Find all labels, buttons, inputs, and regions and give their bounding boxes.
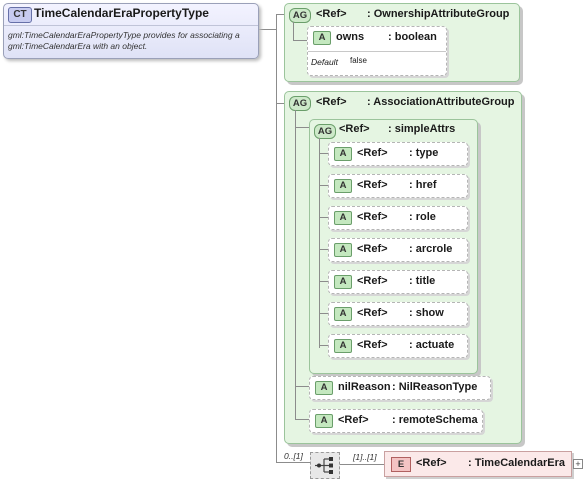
attribute-name: : remoteSchema — [392, 414, 478, 426]
simple-attrs-group[interactable]: AG <Ref> : simpleAttrs A <Ref> : type A … — [309, 119, 478, 374]
connector-line — [319, 345, 328, 346]
attribute-badge: A — [334, 307, 352, 321]
attribute-group-badge: AG — [289, 96, 311, 111]
attribute-badge: A — [334, 147, 352, 161]
attribute-badge: A — [315, 381, 333, 395]
connector-line — [293, 40, 307, 41]
connector-line — [319, 138, 320, 348]
group-ref-label: <Ref> — [316, 8, 347, 20]
complex-type-box[interactable]: CT TimeCalendarEraPropertyType gml:TimeC… — [3, 3, 259, 59]
connector-line — [276, 103, 284, 104]
attribute-name: : type — [409, 147, 439, 159]
element-badge: E — [391, 457, 411, 472]
group-name: : AssociationAttributeGroup — [367, 96, 515, 108]
attribute-name: nilReason — [338, 381, 391, 393]
element-cardinality: [1]..[1] — [353, 452, 377, 462]
sequence-icon — [315, 457, 333, 474]
attribute-ref: <Ref> — [357, 339, 388, 351]
sequence-cardinality: 0..[1] — [284, 451, 303, 461]
attribute-name: : arcrole — [409, 243, 453, 255]
element-time-calendar-era[interactable]: E <Ref> : TimeCalendarEra — [384, 451, 572, 477]
default-label: Default — [311, 57, 338, 67]
sequence-compositor[interactable] — [310, 452, 340, 479]
connector-line — [319, 249, 328, 250]
attribute-type[interactable]: A <Ref> : type — [328, 142, 468, 166]
attribute-name: : actuate — [409, 339, 455, 351]
attribute-nil-reason[interactable]: A nilReason : NilReasonType — [309, 376, 491, 400]
group-ref-label: <Ref> — [339, 123, 370, 135]
attribute-name: : title — [409, 275, 436, 287]
element-ref: <Ref> — [416, 457, 447, 469]
attribute-ref: <Ref> — [357, 243, 388, 255]
attribute-type: : boolean — [388, 31, 437, 43]
connector-line — [319, 281, 328, 282]
attribute-name: : href — [409, 179, 437, 191]
attribute-badge: A — [334, 243, 352, 257]
connector-line — [295, 419, 309, 420]
divider — [308, 51, 446, 52]
attribute-name: owns — [336, 31, 365, 43]
connector-line — [338, 464, 384, 465]
group-name: : simpleAttrs — [388, 123, 456, 135]
complex-type-documentation: gml:TimeCalendarEraPropertyType provides… — [8, 30, 240, 51]
connector-line — [319, 153, 328, 154]
connector-line — [276, 14, 277, 29]
attribute-badge: A — [334, 179, 352, 193]
attribute-remote-schema[interactable]: A <Ref> : remoteSchema — [309, 409, 483, 433]
association-attribute-group[interactable]: AG <Ref> : AssociationAttributeGroup AG … — [284, 91, 522, 444]
attribute-name: : role — [409, 211, 436, 223]
complex-type-badge: CT — [8, 7, 32, 23]
attribute-title[interactable]: A <Ref> : title — [328, 270, 468, 294]
group-name: : OwnershipAttributeGroup — [367, 8, 510, 20]
attribute-href[interactable]: A <Ref> : href — [328, 174, 468, 198]
default-value: false — [350, 56, 367, 65]
attribute-ref: <Ref> — [357, 147, 388, 159]
attribute-badge: A — [334, 211, 352, 225]
element-name: : TimeCalendarEra — [468, 457, 566, 469]
ownership-attribute-group[interactable]: AG <Ref> : OwnershipAttributeGroup A own… — [284, 3, 520, 82]
attribute-ref: <Ref> — [357, 179, 388, 191]
attribute-type: : NilReasonType — [392, 381, 478, 393]
attribute-badge: A — [315, 414, 333, 428]
connector-line — [319, 313, 328, 314]
complex-type-name: TimeCalendarEraPropertyType — [34, 6, 209, 20]
connector-line — [295, 386, 309, 387]
attribute-badge: A — [334, 339, 352, 353]
connector-line — [319, 185, 328, 186]
connector-line — [319, 217, 328, 218]
divider — [4, 25, 258, 26]
attribute-group-badge: AG — [289, 8, 311, 23]
connector-line — [293, 22, 294, 40]
attribute-role[interactable]: A <Ref> : role — [328, 206, 468, 230]
group-ref-label: <Ref> — [316, 96, 347, 108]
attribute-group-badge: AG — [314, 124, 336, 139]
connector-line — [276, 29, 277, 462]
attribute-badge: A — [334, 275, 352, 289]
attribute-ref: <Ref> — [357, 307, 388, 319]
attribute-arcrole[interactable]: A <Ref> : arcrole — [328, 238, 468, 262]
attribute-badge: A — [313, 31, 331, 45]
connector-line — [295, 127, 309, 128]
attribute-ref: <Ref> — [338, 414, 369, 426]
expand-icon[interactable]: + — [573, 459, 583, 469]
attribute-ref: <Ref> — [357, 211, 388, 223]
attribute-owns[interactable]: A owns : boolean Default false — [307, 26, 447, 76]
connector-line — [276, 14, 284, 15]
connector-line — [258, 29, 276, 30]
connector-line — [276, 462, 310, 463]
attribute-actuate[interactable]: A <Ref> : actuate — [328, 334, 468, 358]
attribute-name: : show — [409, 307, 444, 319]
attribute-show[interactable]: A <Ref> : show — [328, 302, 468, 326]
attribute-ref: <Ref> — [357, 275, 388, 287]
connector-line — [295, 110, 296, 420]
